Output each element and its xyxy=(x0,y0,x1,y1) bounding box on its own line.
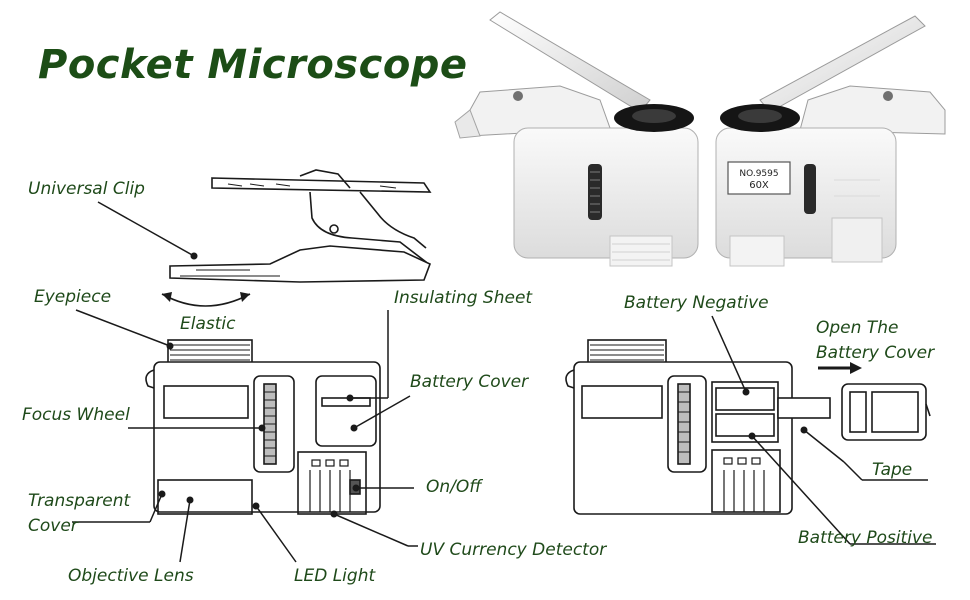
open-direction-arrow xyxy=(818,362,862,374)
microscope-drawing-right xyxy=(565,339,831,515)
label-focus-wheel: Focus Wheel xyxy=(22,405,130,425)
label-tape: Tape xyxy=(872,460,913,480)
label-led-light: LED Light xyxy=(294,566,376,586)
page-title: Pocket Microscope xyxy=(38,42,468,88)
microscope-drawing-left xyxy=(145,339,381,515)
product-photo-right: NO.9595 60X xyxy=(715,15,946,267)
model-number-text: NO.9595 xyxy=(739,169,778,179)
zoom-text: 60X xyxy=(749,180,769,191)
label-elastic: Elastic xyxy=(180,314,236,334)
label-transparent-cover-line2: Cover xyxy=(28,516,78,536)
battery-cover-drawing xyxy=(841,383,931,441)
clip-drawing xyxy=(169,169,432,283)
label-uv-currency-detector: UV Currency Detector xyxy=(420,540,607,560)
label-transparent-cover-line1: Transparent xyxy=(28,491,131,511)
label-universal-clip: Universal Clip xyxy=(28,179,145,199)
label-battery-cover: Battery Cover xyxy=(410,372,529,392)
leader-lines xyxy=(72,201,936,563)
label-insulating-sheet: Insulating Sheet xyxy=(394,288,533,308)
label-on-off: On/Off xyxy=(426,477,482,497)
product-photo-left xyxy=(454,11,699,267)
label-open-cover-line1: Open The xyxy=(816,318,899,338)
label-battery-positive: Battery Positive xyxy=(798,528,933,548)
leader-dots xyxy=(158,252,808,518)
label-open-cover-line2: Battery Cover xyxy=(816,343,935,363)
label-battery-negative: Battery Negative xyxy=(624,293,769,313)
label-eyepiece: Eyepiece xyxy=(34,287,112,307)
elastic-arrow xyxy=(161,293,251,307)
label-objective-lens: Objective Lens xyxy=(68,566,194,586)
